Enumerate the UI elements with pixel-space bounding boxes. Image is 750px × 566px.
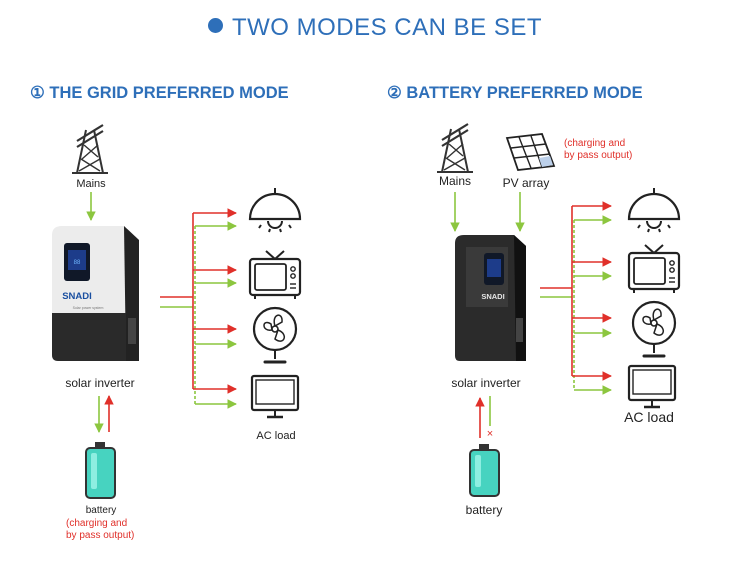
pv-note-line2: by pass output) [564,150,633,161]
battery-note-line2: by pass output) [66,530,135,541]
tv-icon [248,249,302,301]
inverter-label: solar inverter [451,376,521,390]
monitor-icon [250,374,300,419]
page-title-text: TWO MODES CAN BE SET [231,14,543,41]
inverter-icon: SNADI [455,235,526,361]
pv-array-label: PV array [502,176,550,190]
svg-text:SNADI: SNADI [481,292,504,301]
mode1-title: ① THE GRID PREFERRED MODE [30,84,289,102]
page-title: TWO MODES CAN BE SET [0,14,750,42]
fan-icon [252,306,298,364]
battery-icon [469,444,500,497]
mains-tower-icon [435,122,475,174]
battery-label: battery [465,503,503,517]
inverter-icon: 88 SNADI Solar power system [52,226,139,361]
bullet-dot [207,18,223,34]
mode1-output-bus [160,208,237,409]
battery-icon [85,442,116,499]
ac-load-label: AC load [624,409,674,425]
inverter-subtext: Solar power system [73,306,104,310]
pv-note-line1: (charging and [564,138,626,149]
lamp-icon [627,186,681,234]
pv-panel-icon [505,133,556,171]
pv-note: (charging and by pass output) [564,138,654,162]
inverter-brand: SNADI [62,291,92,302]
ac-load-label: AC load [256,430,296,442]
mains-label: Mains [76,178,106,190]
mode2-title: ② BATTERY PREFERRED MODE [387,84,643,102]
mains-tower-icon [70,123,110,175]
battery-note-line1: (charging and [66,518,128,529]
mode2-output-bus [540,201,612,395]
lamp-icon [248,186,302,234]
monitor-icon [627,364,677,409]
mains-label: Mains [438,174,471,188]
blocked-mark: × [487,428,493,440]
battery-label: battery [85,505,117,516]
tv-icon [627,243,681,295]
battery-note: (charging and by pass output) [66,518,156,542]
inverter-label: solar inverter [65,376,135,390]
fan-icon [631,300,677,358]
svg-text:88: 88 [74,260,81,266]
